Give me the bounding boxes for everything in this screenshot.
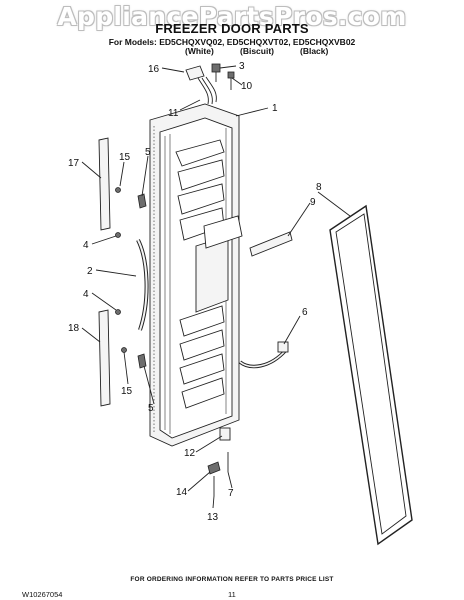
callout-16: 16 (148, 64, 160, 75)
callout-15-upper: 15 (119, 152, 131, 163)
watermark: AppliancePartsPros.com (57, 2, 407, 31)
wire-harness (185, 63, 235, 105)
door-assembly (149, 103, 243, 447)
trim-lower (98, 309, 111, 407)
color-label-biscuit: (Biscuit) (240, 46, 274, 56)
callout-12: 12 (184, 448, 196, 459)
page-title: FREEZER DOOR PARTS (155, 21, 309, 36)
callout-5-lower: 5 (148, 403, 154, 414)
bracket (137, 193, 147, 209)
door-trim-parts (98, 137, 111, 407)
hinge-pin (207, 461, 221, 475)
bracket (137, 353, 147, 369)
screw (115, 232, 121, 238)
gasket-outer (329, 204, 413, 546)
callout-18: 18 (68, 323, 80, 334)
harness-wires (197, 76, 217, 105)
door-shelf (177, 183, 225, 215)
callout-17: 17 (68, 158, 80, 169)
callout-6: 6 (302, 307, 308, 318)
handle-bracket-part-6 (238, 348, 288, 369)
callout-5-upper: 5 (145, 147, 151, 158)
hinge-parts (207, 427, 231, 496)
side-parts (238, 231, 293, 369)
ice-chute-cover (203, 215, 243, 249)
handle-bracket-highlight (239, 349, 287, 368)
callout-7: 7 (228, 488, 234, 499)
document-number: W10267054 (22, 590, 63, 599)
hinge-bushing (219, 427, 231, 441)
callout-8: 8 (316, 182, 322, 193)
leader-lines (81, 65, 351, 509)
screw (115, 309, 121, 315)
dispenser-chute (195, 235, 229, 313)
door-shelf (179, 329, 225, 361)
callout-4-upper: 4 (83, 240, 89, 251)
door-shelf (179, 305, 225, 337)
callout-9: 9 (310, 197, 316, 208)
handle-hardware (115, 187, 147, 369)
gasket-inner (335, 213, 407, 535)
handle-bar-highlight (137, 239, 148, 331)
door-gasket (329, 204, 413, 546)
callout-14: 14 (176, 487, 188, 498)
callout-4-lower: 4 (83, 289, 89, 300)
screw (115, 187, 121, 193)
trim-upper (98, 137, 111, 231)
callout-labels: 16 3 10 11 1 17 15 5 4 2 4 18 15 5 8 9 6… (68, 61, 322, 523)
screw-head (211, 63, 221, 73)
ordering-note: FOR ORDERING INFORMATION REFER TO PARTS … (130, 576, 334, 583)
callout-3: 3 (239, 61, 245, 72)
color-label-black: (Black) (300, 46, 329, 56)
door-shelf (175, 139, 225, 167)
wire-connector (185, 65, 205, 81)
door-shelf (177, 159, 225, 191)
bracket-end (277, 341, 289, 353)
bar-part-9 (249, 231, 293, 257)
callout-2: 2 (87, 266, 93, 277)
callout-10: 10 (241, 81, 253, 92)
screw-head (227, 71, 235, 79)
door-shelf (181, 377, 225, 409)
color-label-white: (White) (185, 46, 214, 56)
callout-15-lower: 15 (121, 386, 133, 397)
callout-13: 13 (207, 512, 219, 523)
callout-11: 11 (168, 108, 179, 119)
callout-1: 1 (272, 103, 278, 114)
door-shelf (179, 353, 225, 385)
door-handle (136, 239, 149, 331)
models-line: For Models: ED5CHQXVQ02, ED5CHQXVT02, ED… (108, 37, 356, 47)
screw (121, 347, 127, 353)
page-number: 11 (228, 590, 236, 599)
